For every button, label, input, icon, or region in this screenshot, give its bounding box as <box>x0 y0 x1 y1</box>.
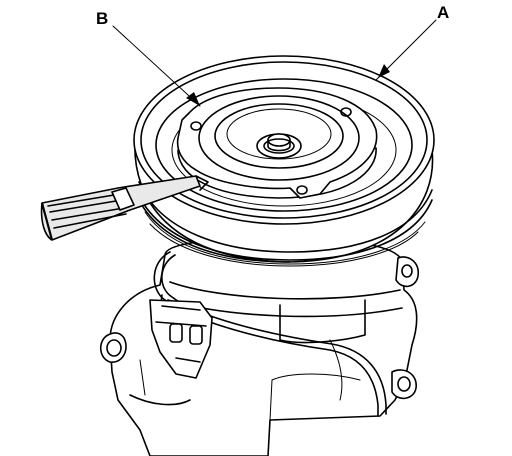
callout-b: B <box>96 9 109 28</box>
connector <box>149 299 213 379</box>
compressor-body <box>99 237 419 456</box>
arrowhead-a <box>378 64 390 78</box>
armature-plate <box>176 87 378 199</box>
holder-tool <box>40 175 209 241</box>
callout-a: A <box>437 3 450 22</box>
leader-line-b <box>112 25 201 107</box>
arrowhead-b <box>186 92 200 106</box>
leader-lines <box>112 19 437 107</box>
